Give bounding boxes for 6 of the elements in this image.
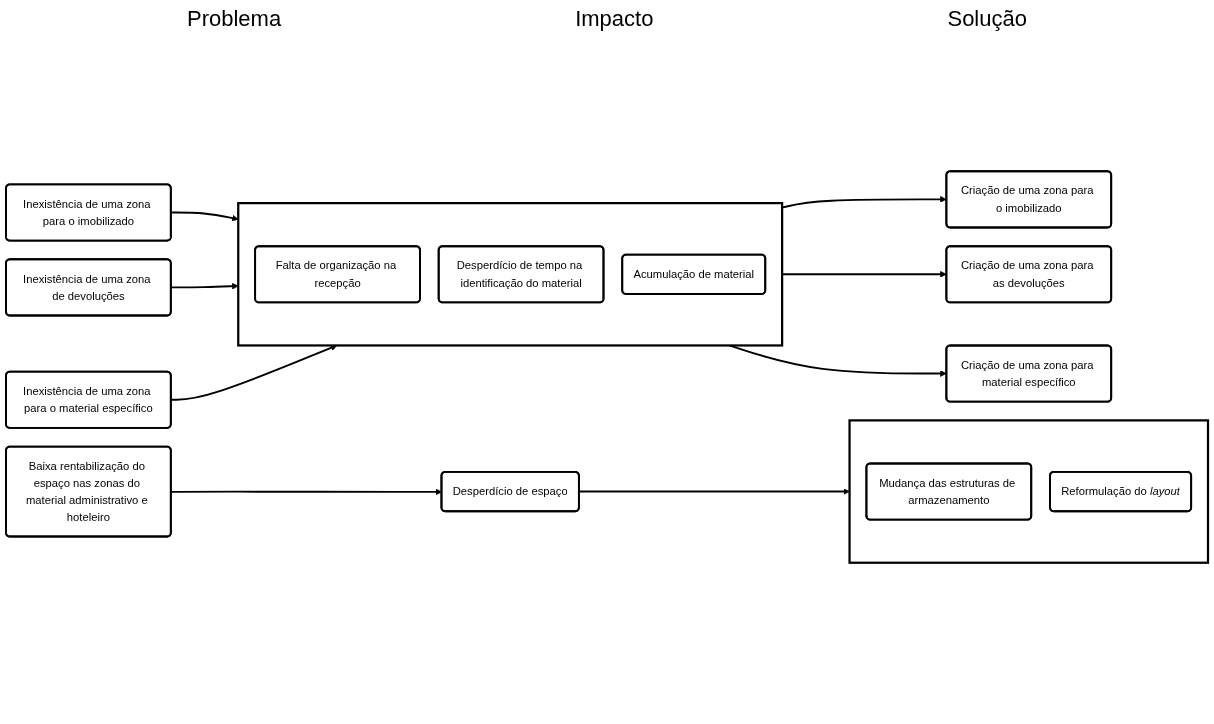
cluster [848,419,1210,564]
arrow [781,196,947,209]
column-heading: Solução [947,6,1027,32]
cluster [237,202,784,347]
column-heading: Impacto [575,6,654,32]
column-heading: Problema [187,6,282,32]
